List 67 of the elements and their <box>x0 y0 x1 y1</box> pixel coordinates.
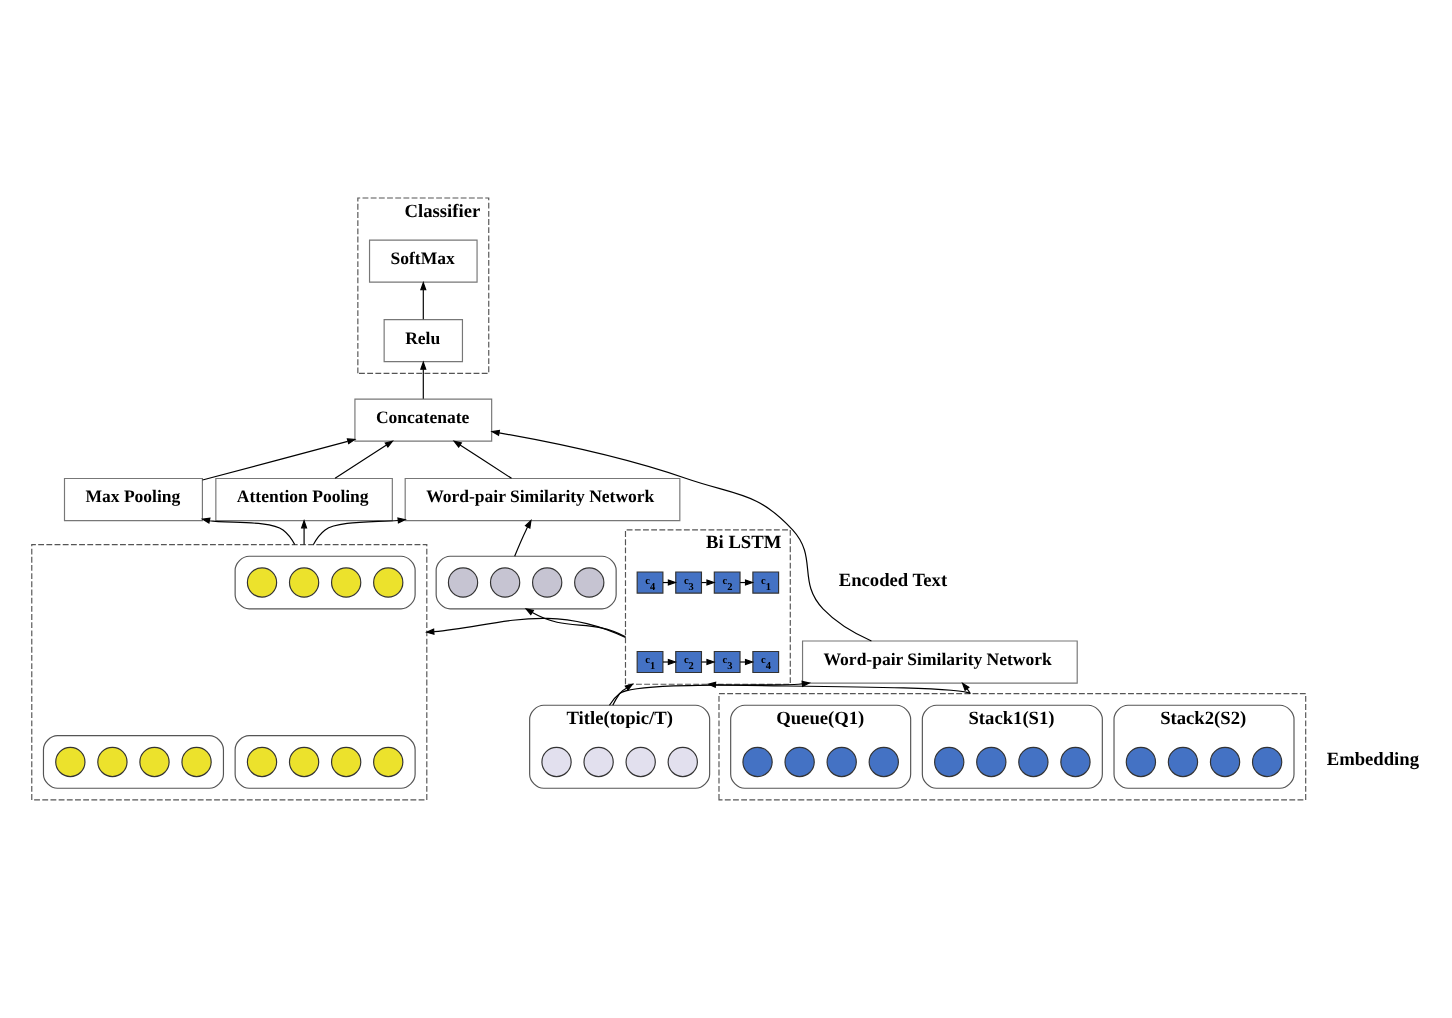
cluster <box>31 542 428 800</box>
node-circle <box>541 745 572 777</box>
node-circle <box>1125 745 1157 777</box>
node-box: Concatenate <box>354 397 493 441</box>
node-circle <box>976 745 1007 777</box>
node-box: Word-pair Similarity Network <box>404 476 681 521</box>
arrow <box>312 516 407 545</box>
arrow <box>612 682 634 705</box>
node-box: Relu <box>383 318 464 362</box>
node-circle <box>447 566 479 597</box>
node-circle <box>868 745 899 777</box>
node-circle <box>583 745 614 777</box>
node-box: SoftMax <box>368 238 478 282</box>
node-circle <box>1251 745 1283 777</box>
node-circle <box>181 745 212 777</box>
label: Embedding <box>1326 750 1420 771</box>
node-circle <box>934 745 965 777</box>
node-circle <box>532 566 563 597</box>
arrow <box>524 606 627 637</box>
arrow <box>490 428 872 641</box>
node-circle <box>330 566 362 597</box>
node-circle <box>826 745 857 777</box>
node-circle <box>784 745 815 777</box>
arrow <box>420 359 427 399</box>
arrow <box>514 518 532 556</box>
arrow <box>452 439 513 478</box>
node-circle <box>574 566 605 597</box>
cluster <box>234 734 416 788</box>
cluster: Title(topic/T) <box>529 703 711 788</box>
node-circle <box>139 745 170 777</box>
node-box: Word-pair Similarity Network <box>801 639 1078 683</box>
node-circle <box>667 745 698 777</box>
arrow <box>300 518 308 545</box>
arrow <box>200 516 296 545</box>
arrow <box>201 437 357 480</box>
cluster <box>42 734 225 788</box>
arrow <box>425 616 627 638</box>
node-circle <box>1018 745 1049 777</box>
node-circle <box>1167 745 1199 777</box>
node-circle <box>1209 745 1241 777</box>
arrow <box>334 439 394 478</box>
node-box: Max Pooling <box>63 476 203 521</box>
arrow <box>700 657 716 665</box>
cluster <box>435 554 617 609</box>
cluster: Stack2(S2) <box>1113 703 1295 788</box>
cluster: Queue(Q1) <box>730 703 912 788</box>
label: Encoded Text <box>838 570 948 591</box>
node-circle <box>625 745 656 777</box>
arrow <box>662 657 678 665</box>
node-circle <box>246 566 278 597</box>
node-circle <box>489 566 521 597</box>
node-circle <box>330 745 362 777</box>
node-circle <box>288 745 320 777</box>
node-circle <box>55 745 86 777</box>
node-circle <box>373 745 404 777</box>
cluster <box>718 692 1307 800</box>
arrow <box>420 279 427 319</box>
node-circle <box>97 745 128 777</box>
node-circle <box>246 745 278 777</box>
node-circle <box>373 566 404 597</box>
node-circle <box>1060 745 1091 777</box>
cluster: Stack1(S1) <box>921 703 1103 788</box>
node-circle <box>742 745 773 777</box>
cluster <box>234 554 416 609</box>
node-box: Attention Pooling <box>215 476 393 521</box>
arrow <box>739 657 755 665</box>
node-circle <box>288 566 320 597</box>
